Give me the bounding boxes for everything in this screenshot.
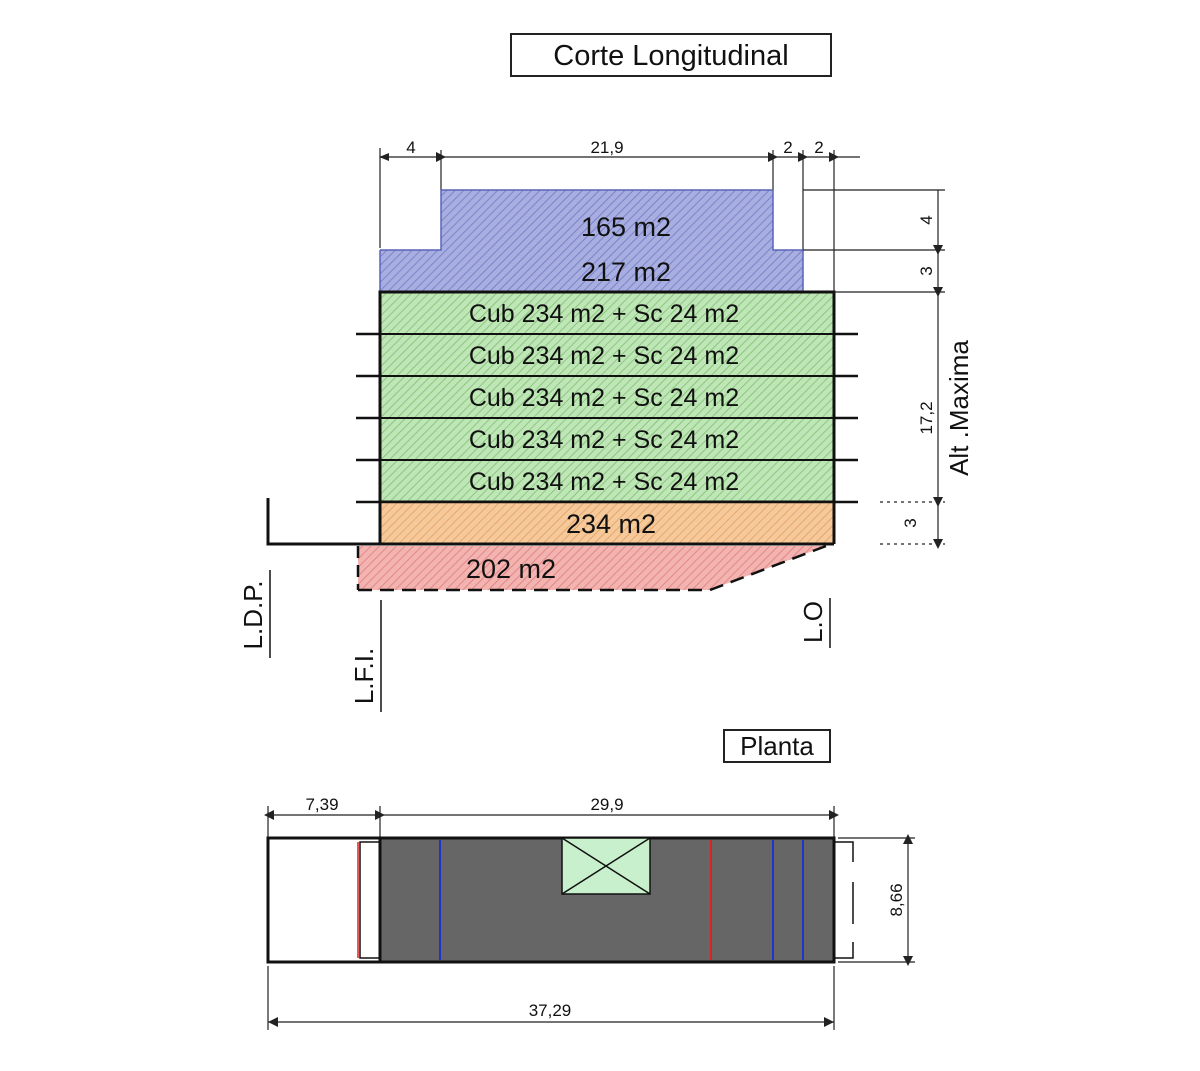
- lfi-label: L.F.I.: [349, 648, 379, 704]
- plan-core: [561, 837, 651, 895]
- plan-width-dimension: [838, 834, 915, 966]
- height-dimension-chain: [803, 189, 945, 549]
- plan-total-dimension: [267, 966, 835, 1030]
- floor-5-area: Cub 234 m2 + Sc 24 m2: [469, 342, 739, 370]
- area-basement: 202 m2: [466, 554, 556, 584]
- plan-dim-total: 37,29: [529, 1001, 572, 1020]
- balcony-ticks: [356, 332, 858, 504]
- floor-3-area: Cub 234 m2 + Sc 24 m2: [469, 426, 739, 454]
- plan-drawing: [266, 836, 854, 964]
- ground-floor: [378, 500, 836, 544]
- top-dimension-chain: [379, 148, 860, 292]
- dim-height-main: 17,2: [917, 401, 936, 434]
- basement-volume: [356, 544, 827, 592]
- floor-6-area: Cub 234 m2 + Sc 24 m2: [469, 300, 739, 328]
- max-height-label: Alt .Maxima: [944, 340, 974, 476]
- dim-right-a: 2: [783, 138, 792, 157]
- dim-height-base: 3: [901, 518, 920, 527]
- plan-top-dimensions: [264, 806, 839, 838]
- dim-left-setback: 4: [406, 138, 415, 157]
- area-first-setback: 217 m2: [581, 257, 671, 287]
- section-title-box: Corte Longitudinal: [510, 33, 832, 77]
- plan-dim-building: 29,9: [590, 795, 623, 814]
- typical-floors: [378, 290, 836, 504]
- lo-label: L.O: [798, 601, 828, 643]
- plan-dim-width: 8,66: [887, 883, 906, 916]
- dim-height-mid: 3: [917, 266, 936, 275]
- floor-4-area: Cub 234 m2 + Sc 24 m2: [469, 384, 739, 412]
- floor-2-area: Cub 234 m2 + Sc 24 m2: [469, 468, 739, 496]
- area-top-setback: 165 m2: [581, 212, 671, 242]
- section-title: Corte Longitudinal: [553, 40, 788, 72]
- plan-title: Planta: [740, 731, 814, 761]
- plan-title-box: Planta: [723, 729, 831, 763]
- area-ground: 234 m2: [566, 509, 656, 539]
- dim-height-top: 4: [917, 215, 936, 224]
- reference-lines: [269, 570, 831, 712]
- ldp-label: L.D.P.: [238, 581, 268, 650]
- dim-main-length: 21,9: [590, 138, 623, 157]
- ground-line: [266, 498, 834, 546]
- dim-right-b: 2: [814, 138, 823, 157]
- plan-dim-front: 7,39: [305, 795, 338, 814]
